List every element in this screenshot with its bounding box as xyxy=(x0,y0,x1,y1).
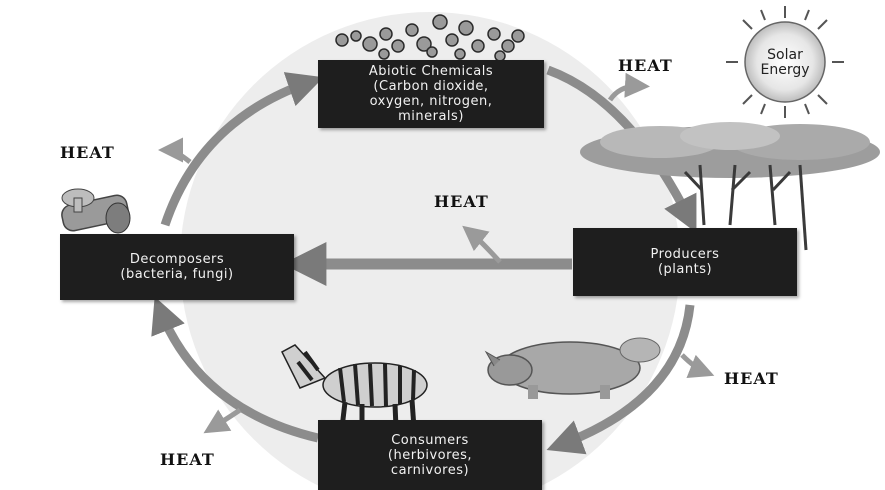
solar-label-line-2: Energy xyxy=(740,63,830,78)
log-fungi-icon xyxy=(60,189,130,233)
heat-label-bottom-left: HEAT xyxy=(160,450,215,469)
producers-subtitle: (plants) xyxy=(658,262,712,277)
producers-box: Producers (plants) xyxy=(573,228,797,296)
heat-label-right-bottom: HEAT xyxy=(724,369,779,388)
consumers-title: Consumers xyxy=(391,433,469,448)
heat-label-left-top: HEAT xyxy=(60,143,115,162)
heat-arrow-right-bottom xyxy=(682,355,705,372)
consumers-line-3: carnivores) xyxy=(391,463,469,478)
abiotic-line-2: (Carbon dioxide, xyxy=(373,79,488,94)
solar-energy-label: Solar Energy xyxy=(740,48,830,78)
decomposers-box: Decomposers (bacteria, fungi) xyxy=(60,234,294,300)
heat-label-center: HEAT xyxy=(434,192,489,211)
solar-label-line-1: Solar xyxy=(740,48,830,63)
decomposers-title: Decomposers xyxy=(130,252,224,267)
decomposers-subtitle: (bacteria, fungi) xyxy=(120,267,233,282)
heat-arrow-left-top xyxy=(168,150,190,162)
abiotic-chemicals-box: Abiotic Chemicals (Carbon dioxide, oxyge… xyxy=(318,60,544,128)
heat-label-top-right: HEAT xyxy=(618,56,673,75)
abiotic-line-4: minerals) xyxy=(398,109,464,124)
abiotic-title: Abiotic Chemicals xyxy=(369,64,493,79)
abiotic-line-3: oxygen, nitrogen, xyxy=(370,94,493,109)
producers-title: Producers xyxy=(651,247,720,262)
consumers-box: Consumers (herbivores, carnivores) xyxy=(318,420,542,490)
heat-arrow-top-right xyxy=(610,86,640,100)
consumers-line-2: (herbivores, xyxy=(388,448,472,463)
